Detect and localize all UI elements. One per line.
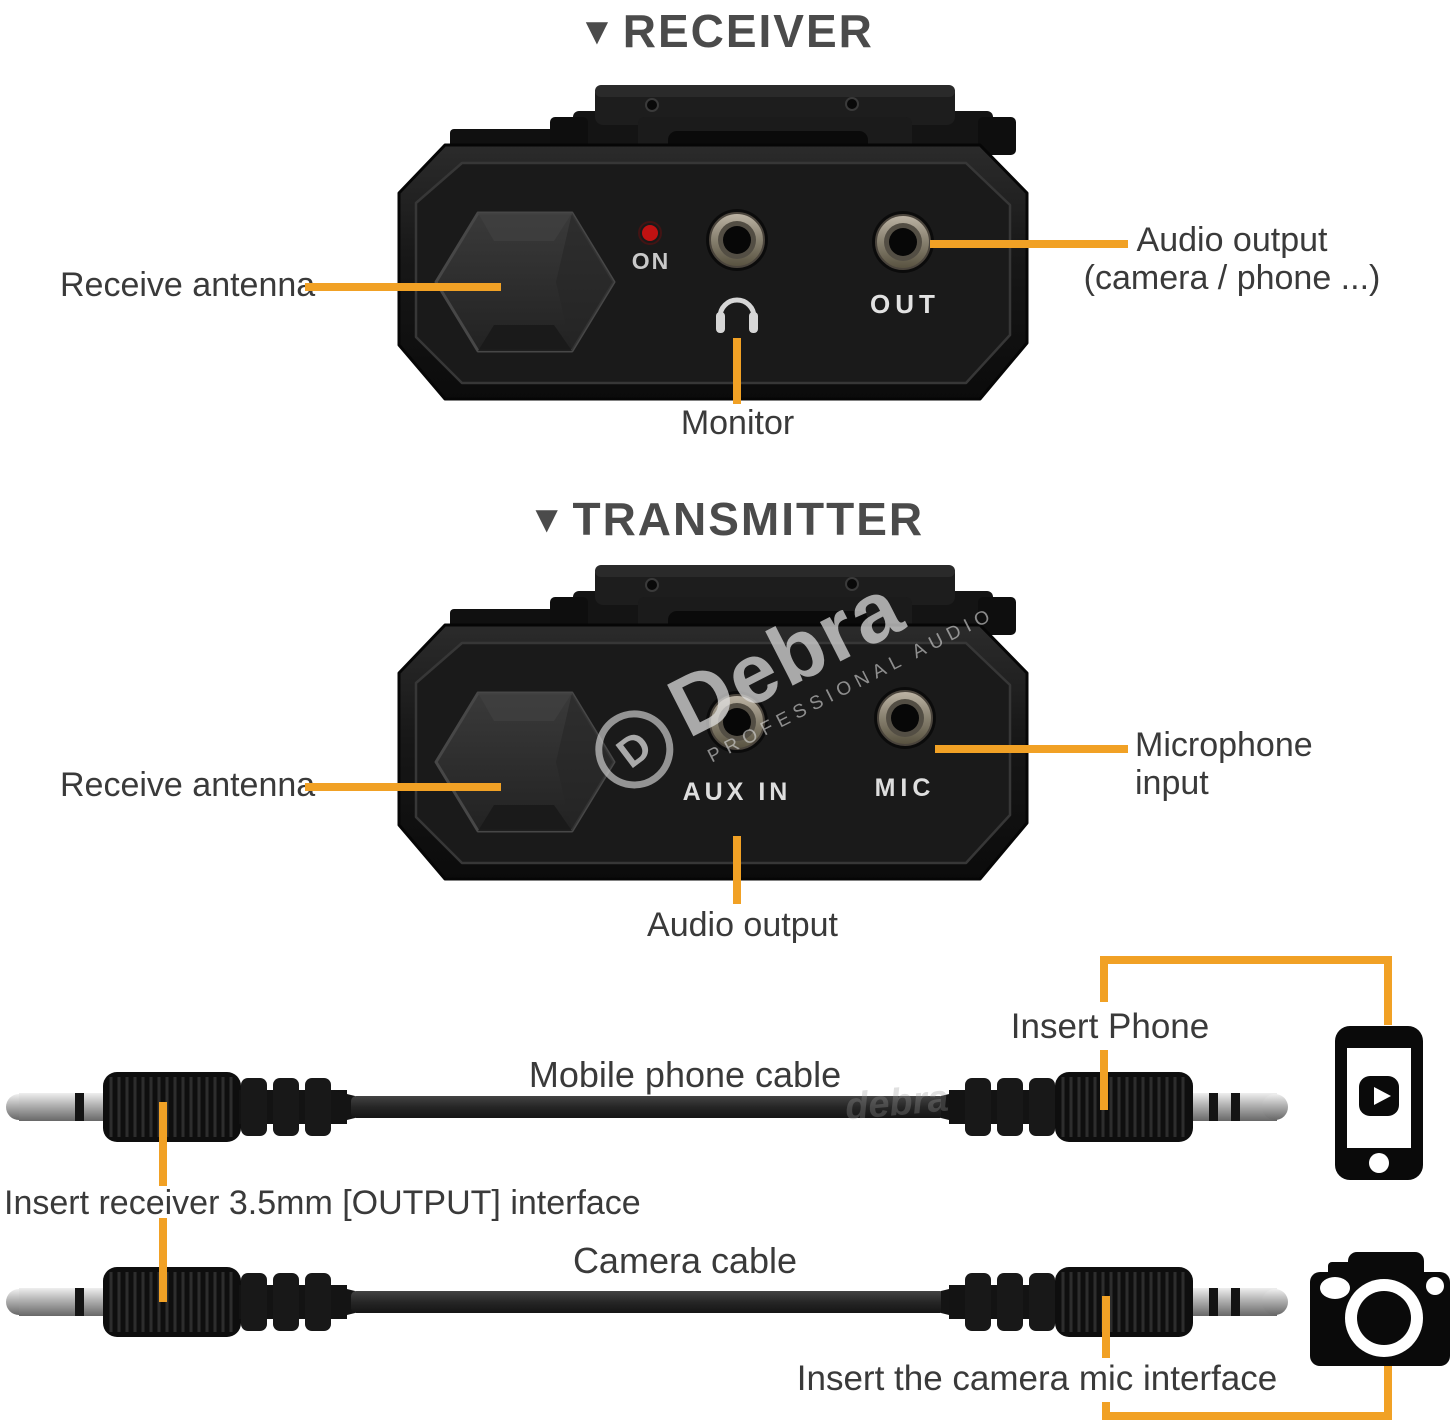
receiver-interface-label: Insert receiver 3.5mm [OUTPUT] interface <box>4 1184 641 1222</box>
callout-line-monitor <box>733 338 741 404</box>
headphone-jack <box>706 209 768 271</box>
out-jack <box>872 211 934 273</box>
on-panel-label: ON <box>632 248 671 274</box>
power-led <box>642 225 658 241</box>
callout-line-transmitter-antenna <box>305 783 501 791</box>
camera-cable-image <box>6 1267 1288 1337</box>
camera-bracket-bottom <box>1102 1412 1392 1420</box>
callout-line-mic-input <box>935 745 1128 753</box>
callout-line-audio-output <box>930 240 1128 248</box>
smartphone-icon <box>1335 1026 1423 1180</box>
receiver-antenna-label: Receive antenna <box>60 266 316 304</box>
camera-cable-wire <box>351 1291 945 1313</box>
phone-cable-title: Mobile phone cable <box>528 1054 842 1095</box>
monitor-label: Monitor <box>680 404 795 442</box>
receiver-interface-line-lower <box>159 1218 167 1302</box>
callout-line-receiver-antenna <box>305 283 501 291</box>
mic-panel-label: MIC <box>875 774 936 802</box>
phone-bracket-left-lower <box>1100 1050 1108 1110</box>
receiver-audio-output-line2: (camera / phone ...) <box>1083 259 1381 297</box>
power-led-ring <box>638 221 662 245</box>
receiver-audio-output-label: Audio output (camera / phone ...) <box>1072 221 1392 297</box>
camera-interface-label: Insert the camera mic interface <box>796 1359 1278 1398</box>
transmitter-section-title: ▼TRANSMITTER <box>0 492 1452 546</box>
headphone-icon <box>716 297 758 333</box>
mic-input-line2: input <box>1135 764 1209 802</box>
transmitter-antenna-label: Receive antenna <box>60 766 316 804</box>
receiver-interface-line-upper <box>159 1102 167 1186</box>
transmitter-marker-icon: ▼ <box>527 499 568 541</box>
camera-bracket-plug-line <box>1102 1296 1110 1358</box>
mic-jack <box>874 687 936 749</box>
mic-input-line1: Microphone <box>1135 726 1313 764</box>
receiver-audio-output-line1: Audio output <box>1136 221 1328 259</box>
callout-line-aux-audio-output <box>733 836 741 904</box>
transmitter-title-text: TRANSMITTER <box>572 493 925 545</box>
camera-bracket-right <box>1384 1366 1392 1420</box>
phone-cable-wire <box>351 1096 945 1118</box>
out-panel-label: OUT <box>870 289 940 319</box>
camera-icon <box>1310 1252 1450 1366</box>
transmitter-audio-output-label: Audio output <box>647 906 838 944</box>
cable-watermark: debra <box>843 1077 951 1129</box>
insert-phone-label: Insert Phone <box>1010 1007 1210 1046</box>
camera-cable-title: Camera cable <box>572 1240 798 1281</box>
transmitter-device-photo: AUX IN MIC <box>397 565 1029 881</box>
camera-cable-left-plug <box>6 1267 355 1337</box>
phone-cable-left-plug <box>6 1072 355 1142</box>
receiver-antenna-knob <box>434 211 616 353</box>
phone-bracket-right <box>1384 956 1392 1025</box>
camera-cable-right-plug <box>941 1267 1288 1337</box>
aux-in-jack <box>706 691 768 753</box>
phone-bracket-left-upper <box>1100 956 1108 1002</box>
receiver-device-photo: ON OUT <box>397 85 1029 401</box>
receiver-section-title: ▼RECEIVER <box>0 4 1452 58</box>
mic-input-label: Microphone input <box>1135 726 1313 802</box>
phone-bracket-top <box>1100 956 1392 964</box>
camera-bracket-left-lower <box>1102 1402 1110 1420</box>
receiver-marker-icon: ▼ <box>578 11 618 53</box>
phone-cable-right-plug <box>941 1072 1288 1142</box>
phone-cable-image <box>6 1072 1288 1142</box>
aux-in-panel-label: AUX IN <box>683 778 792 806</box>
transmitter-antenna-knob <box>434 691 616 833</box>
receiver-title-text: RECEIVER <box>622 5 874 57</box>
